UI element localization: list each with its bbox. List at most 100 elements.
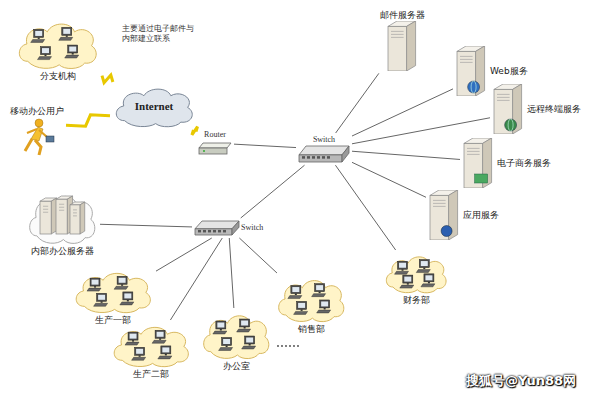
node-icon (298, 145, 350, 163)
node-label: Switch (241, 223, 263, 232)
watermark: 搜狐号@Yun88网 (466, 374, 576, 389)
node-icon (200, 310, 272, 360)
node-icon (72, 268, 154, 314)
node-icon (17, 117, 57, 157)
server-node: 邮件服务器 (380, 10, 425, 71)
pc-icon (312, 284, 326, 297)
node-label: 生产二部 (133, 369, 169, 379)
node-label: 邮件服务器 (380, 10, 425, 20)
pc-icon (400, 275, 414, 288)
wireless-link (192, 127, 198, 135)
node-icon (455, 46, 489, 96)
person-node: 移动办公用户 (10, 106, 64, 157)
node-label: 办公室 (223, 361, 250, 371)
pc-icon (65, 45, 79, 58)
router-front (199, 148, 227, 154)
cloudsrv-node: 内部办公服务器 (26, 190, 98, 256)
cloudpc-node: 分支机构 (15, 18, 100, 81)
pc-icon (237, 319, 251, 332)
cloudpc-node: 财务部 (383, 252, 449, 305)
network-cable (170, 238, 222, 320)
internet-cloud (116, 89, 192, 127)
router-top (199, 143, 231, 148)
network-cable (241, 165, 305, 218)
pc-icon (31, 29, 45, 42)
node-icon (110, 322, 192, 368)
cloudpc-node: 生产二部 (110, 322, 192, 379)
node-icon (492, 84, 526, 134)
node-icon (386, 21, 420, 71)
internet-node: Internet (112, 84, 196, 128)
node-label: 移动办公用户 (10, 106, 64, 116)
cloud-shape (30, 196, 95, 243)
node-icon (26, 190, 98, 245)
network-cable (229, 238, 234, 308)
pc-icon (294, 301, 308, 314)
switch-top (195, 221, 239, 229)
server-icon (464, 138, 492, 188)
node-label: Switch (313, 135, 335, 144)
pc-icon (317, 300, 331, 313)
server-icon (494, 84, 522, 134)
network-cable (335, 165, 395, 250)
server-icon (70, 202, 85, 234)
node-label: 销售部 (298, 324, 325, 334)
network-cable (156, 238, 212, 271)
pc-icon (288, 286, 302, 299)
node-label: Internet (135, 100, 174, 113)
node-label: 应用服务 (463, 210, 499, 220)
pc-icon (114, 276, 128, 289)
cloudpc-node: 生产一部 (72, 268, 154, 325)
node-label: 财务部 (403, 295, 430, 305)
node-label: 远程终端服务 (527, 104, 581, 114)
pc-icon (120, 292, 134, 305)
switch-side (232, 221, 239, 235)
mobile-user-figure (25, 119, 54, 155)
server-node: 应用服务 (428, 190, 499, 240)
switch-node: Switch (194, 220, 263, 236)
server-icon (40, 198, 57, 234)
ellipsis-dots (277, 345, 299, 347)
node-icon (15, 18, 100, 70)
pc-icon (416, 260, 430, 273)
switch-side (342, 146, 349, 162)
server-node: 远程终端服务 (492, 84, 581, 134)
node-icon (383, 252, 449, 294)
network-cable (352, 162, 426, 197)
pc-icon (395, 261, 409, 274)
pc-icon (59, 27, 73, 40)
node-icon (428, 190, 462, 240)
node-icon (462, 138, 496, 188)
network-cable (234, 144, 296, 147)
node-icon (198, 140, 232, 156)
server-icon (430, 190, 458, 240)
switch-front (299, 155, 342, 162)
network-cable (100, 224, 192, 227)
cloud-shape (19, 24, 96, 68)
network-cable (352, 89, 453, 136)
cloud-shape (204, 316, 269, 359)
server-icon (457, 46, 485, 96)
pc-icon (219, 338, 233, 351)
pc-icon (213, 321, 227, 334)
pc-icon (125, 332, 139, 345)
cloud-shape (386, 257, 446, 293)
node-icon (275, 275, 347, 323)
node-icon (194, 220, 240, 236)
node-label: 分支机构 (40, 71, 76, 81)
cloud-shape (279, 281, 344, 322)
network-cable (239, 238, 277, 273)
node-label: Web服务 (490, 66, 528, 76)
annotation-note: 主要通过电子邮件与内部建立联系 (122, 24, 198, 43)
pc-icon (87, 278, 101, 291)
pc-icon (421, 274, 435, 287)
pc-icon (38, 47, 52, 60)
server-node: 电子商务服务 (462, 138, 551, 188)
server-icon (388, 21, 416, 71)
cloudpc-node: 办公室 (200, 310, 272, 371)
node-label: 电子商务服务 (497, 158, 551, 168)
pc-icon (242, 336, 256, 349)
pc-icon (94, 293, 108, 306)
node-label: 内部办公服务器 (31, 246, 94, 256)
